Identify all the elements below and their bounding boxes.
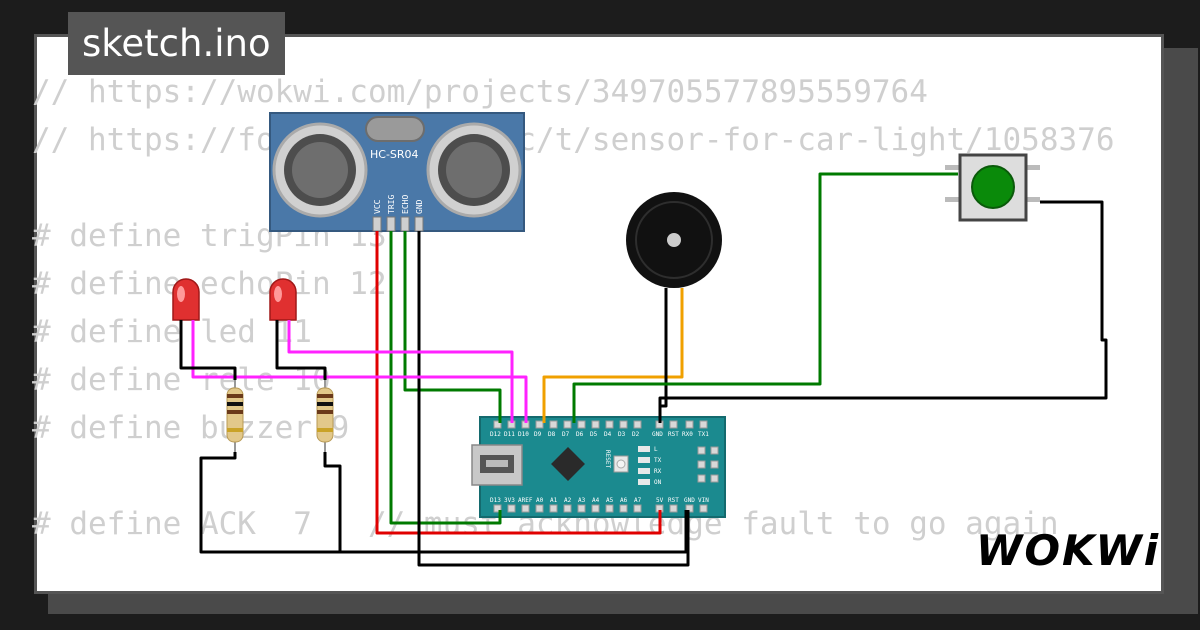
code-background: // https://wokwi.com/projects/3497055778…	[32, 68, 1115, 548]
red-led-1[interactable]	[172, 278, 200, 321]
wokwi-logo: WOKWi	[976, 526, 1161, 575]
arduino-top-pin-label: RX0	[682, 431, 693, 438]
wire-led2-gnd[interactable]	[275, 320, 327, 380]
sensor-pin-trig: TRIG	[387, 195, 396, 214]
arduino-bottom-pin-label: GND	[684, 497, 695, 504]
wire-vcc-red[interactable]	[375, 231, 662, 535]
arduino-bottom-pin-label: 5V	[656, 497, 664, 504]
sensor-pin-echo: ECHO	[401, 195, 410, 214]
arduino-bottom-pin-label: A2	[564, 497, 572, 504]
wire-r2-gnd[interactable]	[323, 452, 342, 552]
arduino-top-pin-label: D3	[618, 431, 626, 438]
arduino-bottom-pin-label: 3V3	[504, 497, 515, 504]
arduino-top-pin-label: D9	[534, 431, 542, 438]
arduino-top-pin-label: D6	[576, 431, 584, 438]
arduino-top-pin-label: D11	[504, 431, 515, 438]
code-line: # define echoPin 12	[32, 266, 387, 302]
wires	[179, 172, 1108, 567]
arduino-top-pin-label: TX1	[698, 431, 709, 438]
arduino-bottom-pin-label: A6	[620, 497, 628, 504]
wire-buzzer-orange[interactable]	[542, 288, 684, 423]
wire-button-black[interactable]	[658, 200, 1108, 423]
arduino-top-pin-label: D4	[604, 431, 612, 438]
arduino-bottom-pin-label: A4	[592, 497, 600, 504]
led-label-rx: RX	[654, 468, 662, 475]
arduino-bottom-pin-label: A7	[634, 497, 642, 504]
wire-r1-gnd[interactable]	[199, 452, 688, 554]
microcontroller-chip	[551, 447, 585, 481]
arduino-bottom-pin-label: A5	[606, 497, 614, 504]
arduino-bottom-pin-label: A1	[550, 497, 558, 504]
code-line: // https://wokwi.com/projects/3497055778…	[32, 74, 928, 110]
arduino-top-pin-label: GND	[652, 431, 663, 438]
icsp-header	[697, 446, 719, 483]
red-led-2[interactable]	[269, 278, 297, 321]
status-leds: L TX RX ON	[638, 446, 662, 486]
pushbutton[interactable]	[945, 153, 1040, 222]
arduino-bottom-pin-label: D13	[490, 497, 501, 504]
usb-port	[471, 444, 523, 486]
wire-echo-green[interactable]	[403, 231, 502, 423]
wire-gnd-black[interactable]	[417, 231, 690, 567]
arduino-bottom-pin-label: A0	[536, 497, 544, 504]
wire-led1-gnd[interactable]	[179, 320, 237, 380]
reset-label: RESET	[604, 450, 611, 468]
arduino-top-pin-label: D12	[490, 431, 501, 438]
arduino-top-pin-label: D8	[548, 431, 556, 438]
arduino-top-pin-label: RST	[668, 431, 679, 438]
arduino-nano[interactable]: D12 D11 D10 D9 D8 D7 D6 D5 D4 D3 D2 GND …	[471, 416, 726, 518]
arduino-top-pin-label: D5	[590, 431, 598, 438]
arduino-top-pin-label: D7	[562, 431, 570, 438]
arduino-top-pin-label: D10	[518, 431, 529, 438]
led-label-tx: TX	[654, 457, 662, 464]
wire-led1-magenta[interactable]	[191, 320, 528, 423]
arduino-bottom-pin-label: A3	[578, 497, 586, 504]
ultrasonic-sensor[interactable]: HC-SR04 VCC TRIG ECHO GND	[269, 112, 525, 232]
sensor-pin-vcc: VCC	[373, 199, 382, 214]
arduino-top-pin-label: D2	[632, 431, 640, 438]
file-tab[interactable]: sketch.ino	[68, 12, 285, 75]
code-line: // https://forum.arduino.cc/t/sensor-for…	[32, 122, 1115, 158]
arduino-bottom-pin-label: AREF	[518, 497, 533, 504]
arduino-bottom-pin-label: VIN	[698, 497, 709, 504]
sensor-label: HC-SR04	[370, 148, 419, 161]
wire-button-green[interactable]	[572, 172, 958, 423]
code-line: # define buzzer 9	[32, 410, 350, 446]
resistor-1[interactable]	[226, 380, 244, 452]
sensor-pin-gnd: GND	[415, 199, 424, 214]
resistor-2[interactable]	[316, 380, 334, 452]
arduino-bottom-pin-label: RST	[668, 497, 679, 504]
wire-led2-magenta[interactable]	[287, 320, 514, 423]
led-label-on: ON	[654, 479, 662, 486]
buzzer[interactable]	[626, 192, 722, 288]
led-label-l: L	[654, 446, 658, 453]
